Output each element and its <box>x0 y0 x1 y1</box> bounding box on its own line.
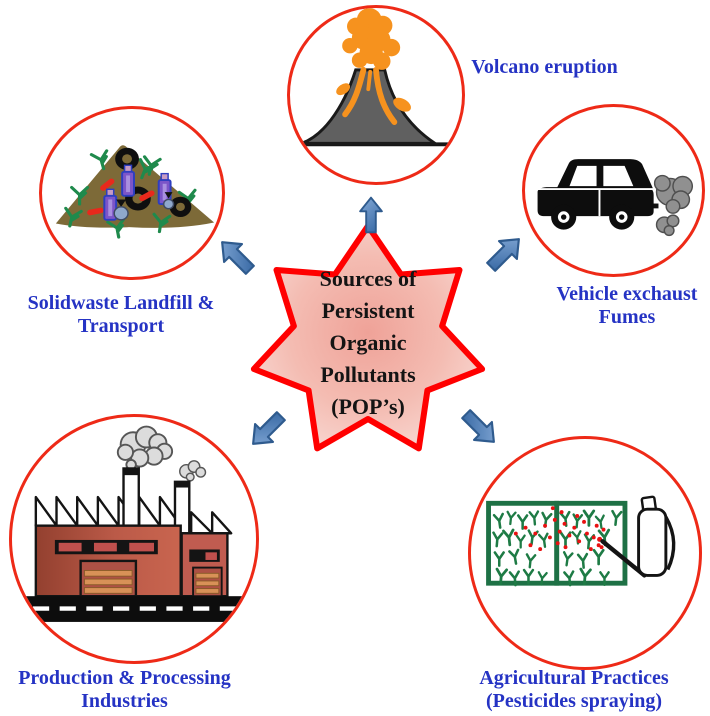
center-title-line: (POP’s) <box>331 394 405 419</box>
center-star <box>250 223 486 452</box>
center-title-line: Persistent <box>321 298 415 323</box>
agriculture-circle <box>468 436 702 670</box>
arrow-upper-left-icon <box>212 232 260 280</box>
vehicle-label: Vehicle exchaust Fumes <box>556 283 698 328</box>
agriculture-label: Agricultural Practices (Pesticides spray… <box>479 667 669 712</box>
landfill-mound-icon <box>55 145 215 241</box>
production-circle <box>9 414 259 664</box>
landfill-circle <box>39 106 225 280</box>
trash-bag-shapes <box>113 192 175 221</box>
pesticide-field-sprayer-icon <box>486 495 676 587</box>
center-title-line: Sources of <box>319 266 417 291</box>
landfill-label: Solidwaste Landfill & Transport <box>27 292 215 337</box>
arrow-upper-right-icon <box>481 229 529 277</box>
center-title-line: Pollutants <box>320 362 416 387</box>
center-title-line: Organic <box>329 330 407 355</box>
center-title: Sources of Persistent Organic Pollutants… <box>270 263 466 423</box>
volcano-label: Volcano eruption <box>471 56 618 78</box>
volcano-circle <box>287 5 465 185</box>
car-exhaust-icon <box>537 159 694 237</box>
sprayer-shape <box>600 495 676 578</box>
production-label: Production & Processing Industries <box>18 667 231 712</box>
factory-icon <box>25 425 243 622</box>
volcano-icon <box>299 8 453 147</box>
bottle-shapes <box>103 164 172 221</box>
vehicle-circle <box>522 104 705 277</box>
arrow-up-icon <box>359 196 383 234</box>
